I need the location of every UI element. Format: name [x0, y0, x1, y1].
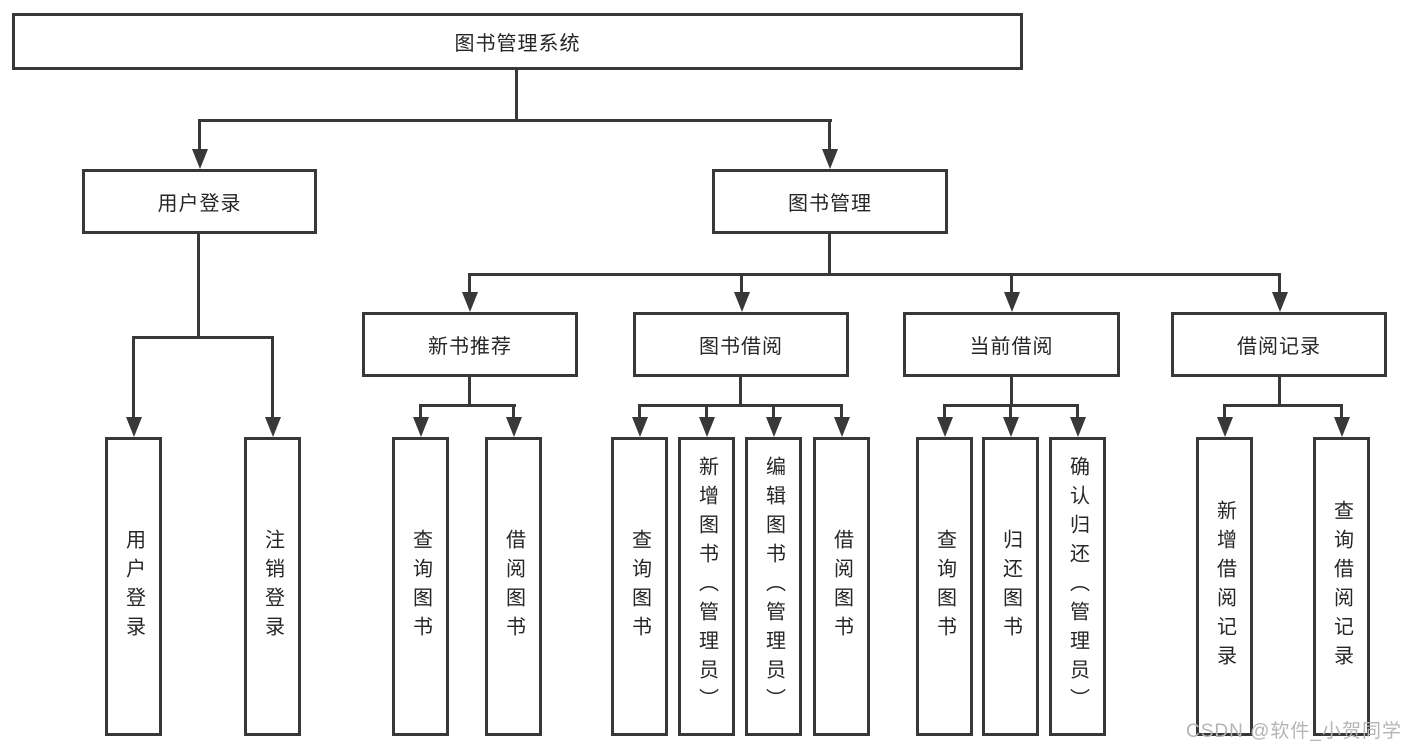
- leaf-user-login: 用户登录: [105, 437, 162, 736]
- leaf-borrowing-edit-books-admin: 编辑图书（管理员）: [745, 437, 802, 736]
- connector-records-stem: [1278, 377, 1281, 407]
- arrow-to-current-query-books: [936, 405, 953, 437]
- leaf-borrowing-query-books: 查询图书: [611, 437, 668, 736]
- connector-root-stem: [515, 70, 518, 121]
- leaf-user-login-label: 用户登录: [122, 528, 145, 645]
- arrow-to-recommend-borrow-books: [505, 405, 522, 437]
- leaf-borrowing-borrow-books: 借阅图书: [813, 437, 870, 736]
- arrow-to-borrowing-borrow-books: [833, 405, 850, 437]
- leaf-recommend-borrow-books: 借阅图书: [485, 437, 542, 736]
- arrow-to-leaf-logout: [264, 336, 281, 437]
- tree-node-borrowing-records-label: 借阅记录: [1237, 336, 1321, 358]
- arrow-to-borrowing-edit-books: [765, 405, 782, 437]
- arrow-to-borrowing-query-books: [631, 405, 648, 437]
- connector-user-login-stem: [197, 234, 200, 339]
- connector-borrowing-stem: [739, 377, 742, 407]
- connector-level3-rail: [469, 273, 1281, 276]
- connector-recommend-rail: [419, 404, 516, 407]
- leaf-recommend-query-books: 查询图书: [392, 437, 449, 736]
- leaf-current-query-books: 查询图书: [916, 437, 973, 736]
- leaf-current-confirm-return-admin-label: 确认归还（管理员）: [1066, 456, 1089, 717]
- arrow-to-book-management: [821, 119, 838, 169]
- arrow-to-user-login: [191, 119, 208, 169]
- arrow-to-records-query-record: [1333, 405, 1350, 437]
- leaf-recommend-query-books-label: 查询图书: [409, 528, 432, 645]
- leaf-borrowing-add-books-admin: 新增图书（管理员）: [678, 437, 735, 736]
- leaf-records-add-borrow-record-label: 新增借阅记录: [1213, 499, 1236, 674]
- leaf-borrowing-add-books-admin-label: 新增图书（管理员）: [695, 456, 718, 717]
- connector-level2-rail: [198, 119, 832, 122]
- arrow-to-borrowing-add-books: [698, 405, 715, 437]
- leaf-borrowing-query-books-label: 查询图书: [628, 528, 651, 645]
- tree-node-current-borrowing: 当前借阅: [903, 312, 1120, 377]
- arrow-to-new-book-recommend: [461, 273, 478, 312]
- leaf-records-query-borrow-record: 查询借阅记录: [1313, 437, 1370, 736]
- leaf-borrowing-borrow-books-label: 借阅图书: [830, 528, 853, 645]
- leaf-current-return-books-label: 归还图书: [999, 528, 1022, 645]
- arrow-to-leaf-user-login: [125, 336, 142, 437]
- arrow-to-records-add-record: [1216, 405, 1233, 437]
- tree-node-user-login-label: 用户登录: [157, 193, 242, 215]
- connector-borrowing-rail: [638, 404, 843, 407]
- tree-node-root-label: 图书管理系统: [454, 33, 581, 55]
- arrow-to-borrowing-records: [1271, 273, 1288, 312]
- tree-node-user-login: 用户登录: [82, 169, 317, 234]
- leaf-current-return-books: 归还图书: [982, 437, 1039, 736]
- leaf-records-add-borrow-record: 新增借阅记录: [1196, 437, 1253, 736]
- leaf-logout-login-label: 注销登录: [261, 528, 284, 645]
- connector-current-stem: [1010, 377, 1013, 407]
- arrow-to-current-confirm-return: [1069, 405, 1086, 437]
- tree-node-book-management-label: 图书管理: [788, 193, 872, 215]
- arrow-to-current-borrowing: [1003, 273, 1020, 312]
- arrow-to-book-borrowing: [733, 273, 750, 312]
- tree-node-new-book-recommend: 新书推荐: [362, 312, 578, 377]
- connector-records-rail: [1223, 404, 1343, 407]
- tree-node-new-book-recommend-label: 新书推荐: [428, 336, 512, 358]
- tree-node-borrowing-records: 借阅记录: [1171, 312, 1387, 377]
- leaf-current-confirm-return-admin: 确认归还（管理员）: [1049, 437, 1106, 736]
- tree-node-book-borrowing-label: 图书借阅: [699, 336, 783, 358]
- leaf-recommend-borrow-books-label: 借阅图书: [502, 528, 525, 645]
- tree-node-current-borrowing-label: 当前借阅: [969, 336, 1054, 358]
- csdn-watermark: CSDN @软件_小贺同学: [1186, 721, 1402, 742]
- leaf-records-query-borrow-record-label: 查询借阅记录: [1330, 499, 1353, 674]
- tree-node-book-management: 图书管理: [712, 169, 948, 234]
- leaf-borrowing-edit-books-admin-label: 编辑图书（管理员）: [762, 456, 785, 717]
- connector-book-management-stem: [828, 234, 831, 276]
- arrow-to-recommend-query-books: [412, 405, 429, 437]
- arrow-to-current-return-books: [1002, 405, 1019, 437]
- tree-node-book-borrowing: 图书借阅: [633, 312, 849, 377]
- connector-user-login-rail: [132, 336, 274, 339]
- leaf-current-query-books-label: 查询图书: [933, 528, 956, 645]
- connector-recommend-stem: [468, 377, 471, 407]
- leaf-logout-login: 注销登录: [244, 437, 301, 736]
- tree-node-root: 图书管理系统: [12, 13, 1023, 70]
